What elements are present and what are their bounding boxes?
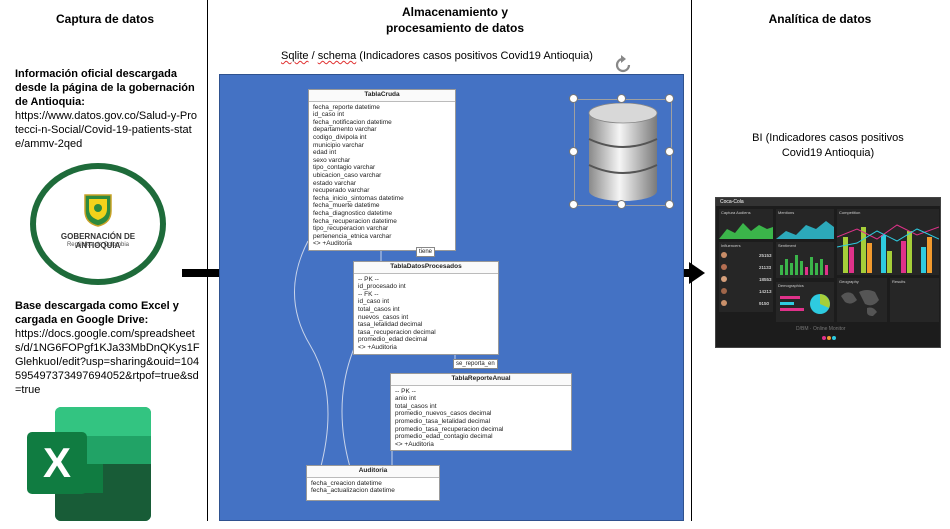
field-row: fecha_notificacion datetime xyxy=(313,118,392,126)
info-block: Información oficial descargada desde la … xyxy=(15,67,200,151)
panel-audience: Captura Audiens xyxy=(719,209,773,239)
excel-block: Base descargada como Excel y cargada en … xyxy=(15,299,200,397)
panel-influencers: Influencers 25153 21133 18553 14213 9150 xyxy=(719,242,773,312)
database-selection[interactable] xyxy=(574,99,672,206)
field-row: promedio_tasa_letalidad decimal xyxy=(395,417,491,425)
bi-line1: BI (Indicadores casos positivos xyxy=(752,132,904,144)
field-row: fecha_actualizacion datetime xyxy=(311,487,395,495)
table-tabladatosprocesados[interactable]: TablaDatosProcesados -- PK -- id_procesa… xyxy=(353,261,499,355)
table-title: Auditoria xyxy=(307,466,439,478)
excel-x-glyph: X xyxy=(27,432,87,494)
resize-handle[interactable] xyxy=(569,147,578,156)
table-auditoria[interactable]: Auditoria fecha_creacion datetime fecha_… xyxy=(306,465,440,501)
info-url[interactable]: https://www.datos.gov.co/Salud-y-Protecc… xyxy=(15,110,197,150)
dashboard-footer: D/BM · Online Monitor xyxy=(796,326,846,332)
table-title: TablaCruda xyxy=(309,90,455,102)
field-row: id_caso int xyxy=(313,111,345,119)
resize-handle[interactable] xyxy=(569,200,578,209)
relation-se-reporta-en: se_reporta_en xyxy=(453,359,498,369)
schema-panel: TablaCruda fecha_reporte datetime id_cas… xyxy=(219,74,684,521)
field-row: promedio_nuevos_casos decimal xyxy=(395,410,492,418)
relation-tiene: tiene xyxy=(416,247,436,257)
storage-title: Almacenamiento y procesamiento de datos xyxy=(345,4,565,36)
separator-right xyxy=(691,0,692,521)
bi-label: BI (Indicadores casos positivos Covid19 … xyxy=(728,131,928,161)
dashboard-footer-dots xyxy=(822,336,836,341)
field-row: promedio_edad_contagio decimal xyxy=(395,433,493,441)
field-row: municipio varchar xyxy=(313,141,364,149)
field-row: tasa_letalidad decimal xyxy=(358,321,423,329)
field-row: pertenencia_etnica varchar xyxy=(313,232,392,240)
field-row: tasa_recuperacion decimal xyxy=(358,328,436,336)
analytics-title: Analítica de datos xyxy=(768,12,872,26)
field-row: fecha_diagnostico datetime xyxy=(313,209,393,217)
excel-heading: Base descargada como Excel y cargada en … xyxy=(15,300,179,326)
dashboard-brand: Coca-Cola xyxy=(720,199,744,205)
table-title: TablaDatosProcesados xyxy=(354,262,498,274)
field-row: fecha_recuperacion datetime xyxy=(313,217,397,225)
field-row: sexo varchar xyxy=(313,156,351,164)
table-tablacruda[interactable]: TablaCruda fecha_reporte datetime id_cas… xyxy=(308,89,456,251)
panel-geography: Geography xyxy=(837,278,887,322)
field-row: edad int xyxy=(313,149,337,157)
field-row: <> +Auditoria xyxy=(395,440,434,448)
resize-handle[interactable] xyxy=(617,200,626,209)
field-row: -- FK -- xyxy=(358,290,379,298)
field-row: fecha_reporte datetime xyxy=(313,103,380,111)
storage-title-line1: Almacenamiento y xyxy=(401,5,509,19)
database-icon xyxy=(588,103,658,201)
field-row: <> +Auditoria xyxy=(313,240,352,248)
field-row: departamento varchar xyxy=(313,126,377,134)
field-row: tipo_recuperacion varchar xyxy=(313,225,389,233)
field-row: total_casos int xyxy=(395,402,437,410)
field-row: recuperado varchar xyxy=(313,187,370,195)
field-row: nuevos_casos int xyxy=(358,313,409,321)
separator-left xyxy=(207,0,208,521)
resize-handle[interactable] xyxy=(569,94,578,103)
field-row: promedio_edad decimal xyxy=(358,336,428,344)
field-row: anio int xyxy=(395,395,416,403)
table-tablareporteanual[interactable]: TablaReporteAnual -- PK -- anio int tota… xyxy=(390,373,572,452)
field-row: fecha_inicio_sintomas datetime xyxy=(313,194,404,202)
field-row: <> +Auditoria xyxy=(358,343,397,351)
field-row: fecha_creacion datetime xyxy=(311,479,382,487)
field-row: total_casos int xyxy=(358,305,400,313)
field-row: fecha_muerte datetime xyxy=(313,202,380,210)
coat-of-arms-icon xyxy=(84,194,112,227)
panel-results: Results xyxy=(890,278,939,322)
field-row: -- PK -- xyxy=(358,275,379,283)
field-row: estado varchar xyxy=(313,179,356,187)
panel-mentions: Mentions xyxy=(776,209,834,239)
panel-competition: Competition xyxy=(837,209,939,275)
rotate-handle-icon[interactable] xyxy=(612,54,634,76)
info-heading: Información oficial descargada desde la … xyxy=(15,68,195,108)
field-row: tipo_contagio varchar xyxy=(313,164,376,172)
resize-handle[interactable] xyxy=(665,200,674,209)
resize-handle[interactable] xyxy=(665,94,674,103)
antioquia-logo: GOBERNACIÓN DE ANTIOQUIA República de Co… xyxy=(30,163,166,285)
dashboard-topbar: Coca-Cola xyxy=(716,198,940,206)
storage-title-line2: procesamiento de datos xyxy=(385,21,525,35)
table-title: TablaReporteAnual xyxy=(391,374,571,386)
panel-demographics: Demographics xyxy=(776,282,834,322)
capture-title: Captura de datos xyxy=(55,12,154,26)
field-row: id_procesado int xyxy=(358,283,406,291)
field-row: -- PK -- xyxy=(395,387,416,395)
field-row: promedio_tasa_recuperacion decimal xyxy=(395,425,504,433)
resize-handle[interactable] xyxy=(617,94,626,103)
excel-icon: X xyxy=(27,407,151,521)
field-row: id_caso int xyxy=(358,298,390,306)
bi-line2: Covid19 Antioquia) xyxy=(781,147,875,159)
logo-line1: GOBERNACIÓN DE ANTIOQUIA xyxy=(60,232,136,250)
logo-line2: República de Colombia xyxy=(66,242,130,248)
bi-dashboard-thumbnail: Coca-Cola Captura Audiens Mentions Compe… xyxy=(715,197,941,348)
resize-handle[interactable] xyxy=(665,147,674,156)
schema-subtitle: Sqlite / schema (Indicadores casos posit… xyxy=(281,50,593,62)
field-row: ubicacion_caso varchar xyxy=(313,171,382,179)
field-row: codigo_divipola int xyxy=(313,133,367,141)
panel-sentiment: Sentiment xyxy=(776,242,834,278)
excel-url[interactable]: https://docs.google.com/spreadsheets/d/1… xyxy=(15,328,200,396)
